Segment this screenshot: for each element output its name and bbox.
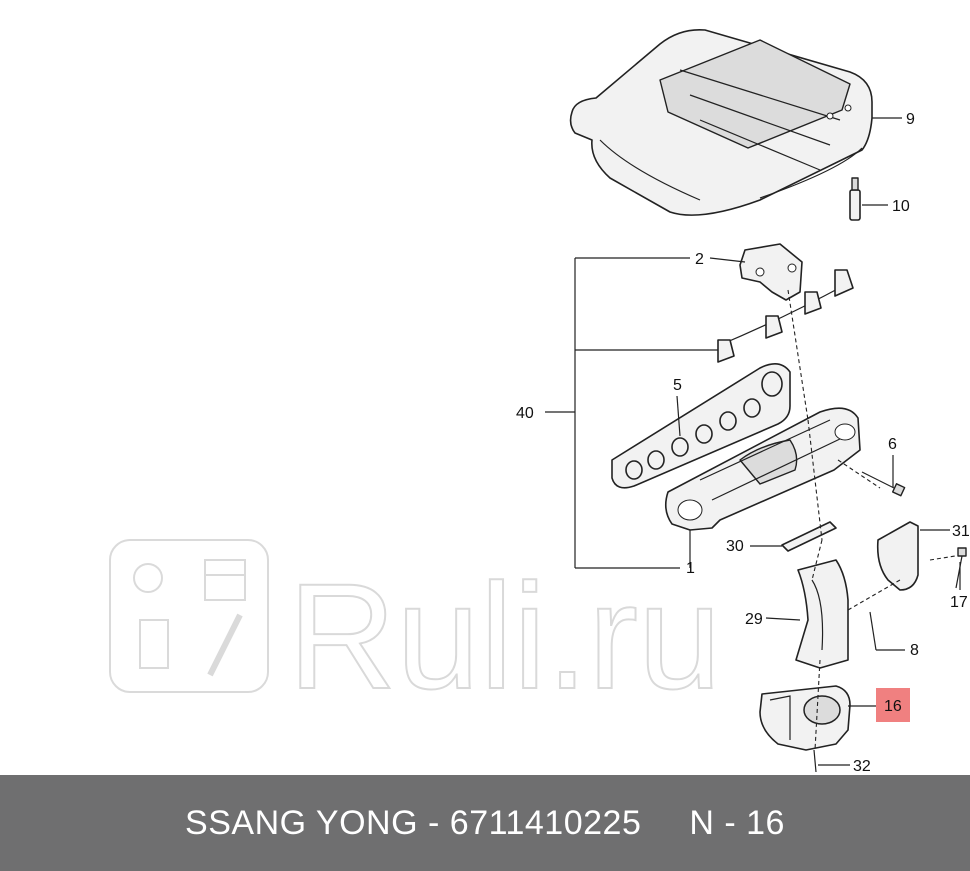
- callout-labels: 9 10 2 40 5 6 31 30 1 17 29 8 16 32: [516, 111, 970, 775]
- part-stud: [849, 177, 861, 221]
- footer-part-number: 6711410225: [449, 803, 642, 842]
- callout-40: 40: [516, 405, 534, 422]
- watermark: Ruli.ru: [109, 539, 722, 721]
- part-engine-cover: [569, 28, 873, 216]
- callout-16-highlight: [876, 688, 910, 722]
- part-bolt-17: [955, 547, 967, 589]
- callout-29: 29: [745, 611, 763, 628]
- parts-diagram: Ruli.ru: [109, 28, 970, 775]
- callout-1: 1: [686, 560, 695, 577]
- callout-5: 5: [673, 377, 682, 394]
- callout-10: 10: [892, 198, 910, 215]
- part-injector-harness: [717, 269, 854, 363]
- part-bracket: [876, 521, 919, 591]
- footer-bar: SSANG YONG - 6711410225 N - 16: [0, 775, 970, 871]
- part-intake-manifold: [664, 407, 861, 531]
- callout-31: 31: [952, 523, 970, 540]
- callout-6: 6: [888, 436, 897, 453]
- callout-16: 16: [884, 698, 902, 715]
- part-housing: [739, 243, 803, 301]
- callout-30: 30: [726, 538, 744, 555]
- assembly-guides: [787, 289, 956, 751]
- part-gasket-30: [781, 521, 837, 552]
- group-40-bracket: [545, 257, 718, 569]
- callout-2: 2: [695, 251, 704, 268]
- part-throttle-body: [759, 685, 851, 751]
- watermark-text: Ruli.ru: [288, 552, 721, 720]
- footer-dash: -: [428, 803, 440, 842]
- callout-9: 9: [906, 111, 915, 128]
- part-bolt-32: [813, 749, 817, 773]
- footer-brand: SSANG YONG: [185, 803, 419, 842]
- part-pipe: [795, 559, 849, 669]
- part-bolt-6: [861, 471, 906, 497]
- callout-17: 17: [950, 594, 968, 611]
- footer-ref: N - 16: [689, 803, 785, 842]
- callout-32: 32: [853, 758, 871, 775]
- part-gasket: [611, 363, 791, 489]
- part-bolt-8: [869, 611, 877, 651]
- callout-8: 8: [910, 642, 919, 659]
- leader-lines: [676, 117, 961, 766]
